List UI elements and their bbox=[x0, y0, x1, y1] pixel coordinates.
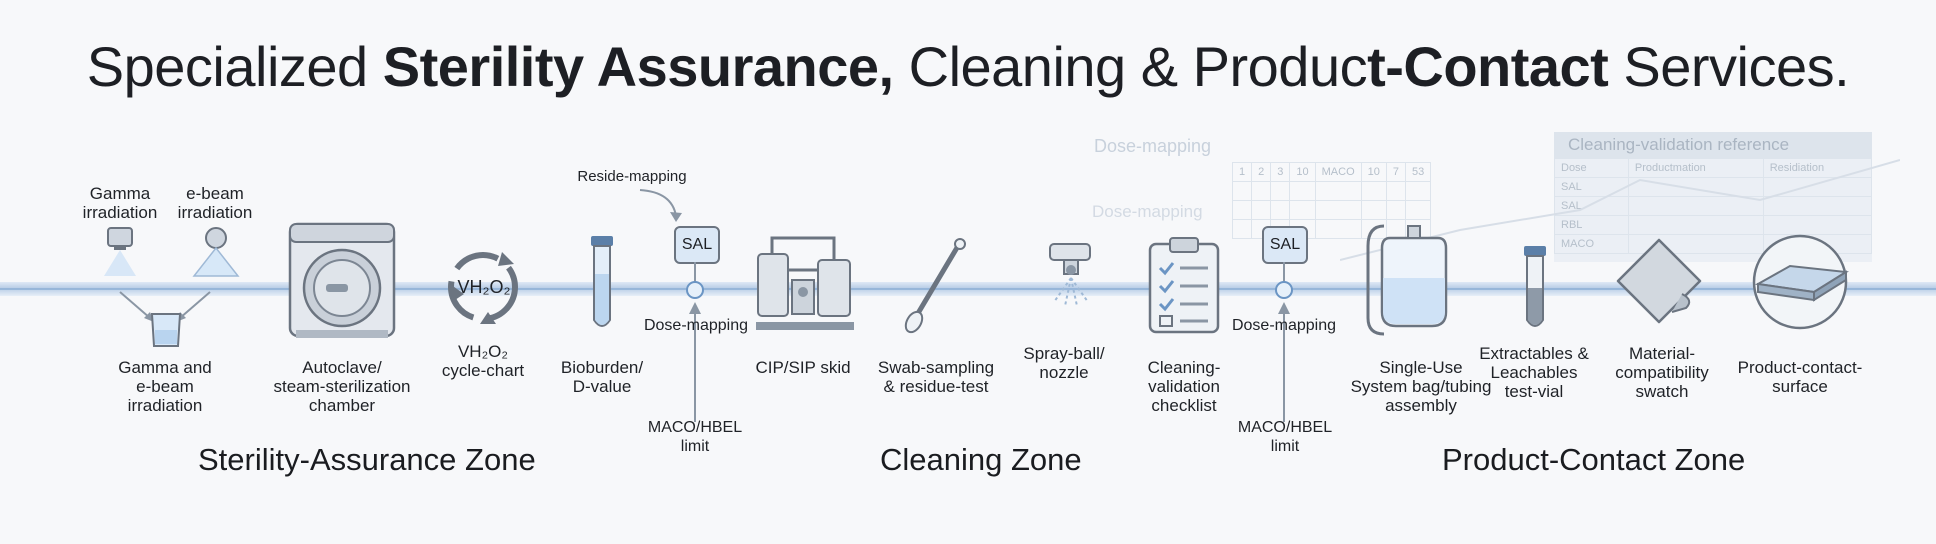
clipboard-checklist-icon bbox=[1148, 237, 1220, 334]
label-maco-2: MACO/HBEL limit bbox=[1237, 419, 1333, 455]
single-use-bag-icon bbox=[1366, 224, 1448, 336]
vh2o2-cycle-icon bbox=[448, 252, 518, 324]
label-product-surface: Product-contact- surface bbox=[1737, 358, 1863, 396]
zone-sterility-assurance: Sterility-Assurance Zone bbox=[198, 442, 536, 477]
ebeam-source-icon bbox=[192, 227, 240, 277]
label-swab: Swab-sampling & residue-test bbox=[877, 358, 995, 396]
label-gamma-ebeam: Gamma and e-beam irradiation bbox=[118, 358, 212, 415]
label-autoclave: Autoclave/ steam-sterilization chamber bbox=[273, 358, 411, 415]
swab-icon bbox=[904, 238, 966, 334]
ghost-reference-title: Cleaning-validation reference bbox=[1554, 132, 1872, 158]
page-title: Specialized Sterility Assurance, Cleanin… bbox=[86, 35, 1850, 98]
zone-product-contact: Product-Contact Zone bbox=[1442, 442, 1746, 477]
curved-arrow-icon bbox=[639, 189, 682, 222]
node-marker-2-icon bbox=[1275, 262, 1293, 422]
label-maco-1: MACO/HBEL limit bbox=[647, 419, 743, 455]
label-bioburden: Bioburden/ D-value bbox=[560, 358, 644, 396]
label-single-use: Single-Use System bag/tubing assembly bbox=[1350, 358, 1492, 415]
sal-badge-1: SAL bbox=[674, 226, 720, 264]
test-tube-icon bbox=[591, 236, 613, 327]
spray-nozzle-icon bbox=[1049, 243, 1091, 307]
label-ebeam-top: e-beam irradiation bbox=[177, 184, 253, 222]
ghost-label-dose-mapping-1: Dose-mapping bbox=[1094, 136, 1212, 156]
label-material: Material- compatibility swatch bbox=[1615, 344, 1709, 401]
label-dose-mapping-2: Dose-mapping bbox=[1231, 317, 1337, 334]
label-spray: Spray-ball/ nozzle bbox=[1023, 344, 1105, 382]
label-reside-mapping: Reside-mapping bbox=[577, 168, 687, 185]
sal-badge-2: SAL bbox=[1262, 226, 1308, 264]
ghost-trend-line bbox=[1340, 159, 1900, 261]
material-swatch-icon bbox=[1616, 238, 1702, 324]
ghost-label-dose-mapping-2: Dose-mapping bbox=[1092, 202, 1203, 221]
label-vh2o2-ring: VH₂O₂ bbox=[457, 277, 511, 297]
gamma-source-icon bbox=[104, 227, 136, 276]
extractables-vial-icon bbox=[1524, 246, 1546, 327]
process-pipeline bbox=[0, 282, 1936, 296]
label-dose-mapping-1: Dose-mapping bbox=[643, 317, 749, 334]
label-gamma-top: Gamma irradiation bbox=[82, 184, 158, 222]
cip-sip-skid-icon bbox=[756, 236, 854, 330]
zone-cleaning: Cleaning Zone bbox=[880, 442, 1082, 477]
label-extractables: Extractables & Leachables test-vial bbox=[1479, 344, 1589, 401]
autoclave-icon bbox=[288, 222, 396, 338]
label-vh2o2-chart: VH₂O₂ cycle-chart bbox=[441, 342, 525, 380]
label-checklist: Cleaning- validation checklist bbox=[1147, 358, 1221, 415]
beaker-icon bbox=[150, 313, 182, 347]
label-cip-sip: CIP/SIP skid bbox=[755, 358, 851, 377]
product-contact-surface-icon bbox=[1752, 234, 1849, 330]
node-marker-1-icon bbox=[686, 262, 704, 422]
